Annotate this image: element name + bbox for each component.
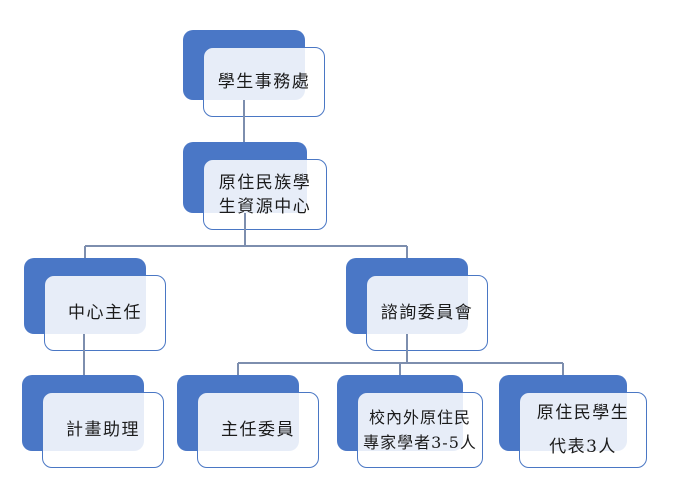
node-face: 校內外原住民 專家學者3-5人 xyxy=(357,392,483,468)
node-chief-committee-member: 主任委員 xyxy=(177,375,319,468)
node-advisory-committee: 諮詢委員會 xyxy=(346,258,488,351)
node-face: 原住民學生 代表3人 xyxy=(519,392,647,468)
node-student-representatives: 原住民學生 代表3人 xyxy=(499,375,647,468)
node-label: 學生事務處 xyxy=(217,71,311,92)
node-label: 原住民族學 生資源中心 xyxy=(218,172,312,217)
node-student-affairs-office: 學生事務處 xyxy=(183,30,325,117)
node-label: 中心主任 xyxy=(68,302,142,323)
node-project-assistant: 計畫助理 xyxy=(22,375,164,468)
node-label: 計畫助理 xyxy=(66,419,140,440)
node-center-director: 中心主任 xyxy=(24,258,166,351)
node-label: 原住民學生 代表3人 xyxy=(536,403,630,457)
node-face: 主任委員 xyxy=(197,392,319,468)
node-label: 主任委員 xyxy=(221,419,295,440)
node-face: 諮詢委員會 xyxy=(366,275,488,351)
node-label: 校內外原住民 專家學者3-5人 xyxy=(363,408,477,452)
node-experts-scholars: 校內外原住民 專家學者3-5人 xyxy=(337,375,483,468)
node-face: 中心主任 xyxy=(44,275,166,351)
node-face: 原住民族學 生資源中心 xyxy=(203,159,327,230)
node-indigenous-resource-center: 原住民族學 生資源中心 xyxy=(183,142,327,230)
node-face: 學生事務處 xyxy=(203,47,325,117)
node-label: 諮詢委員會 xyxy=(380,302,474,323)
node-face: 計畫助理 xyxy=(42,392,164,468)
